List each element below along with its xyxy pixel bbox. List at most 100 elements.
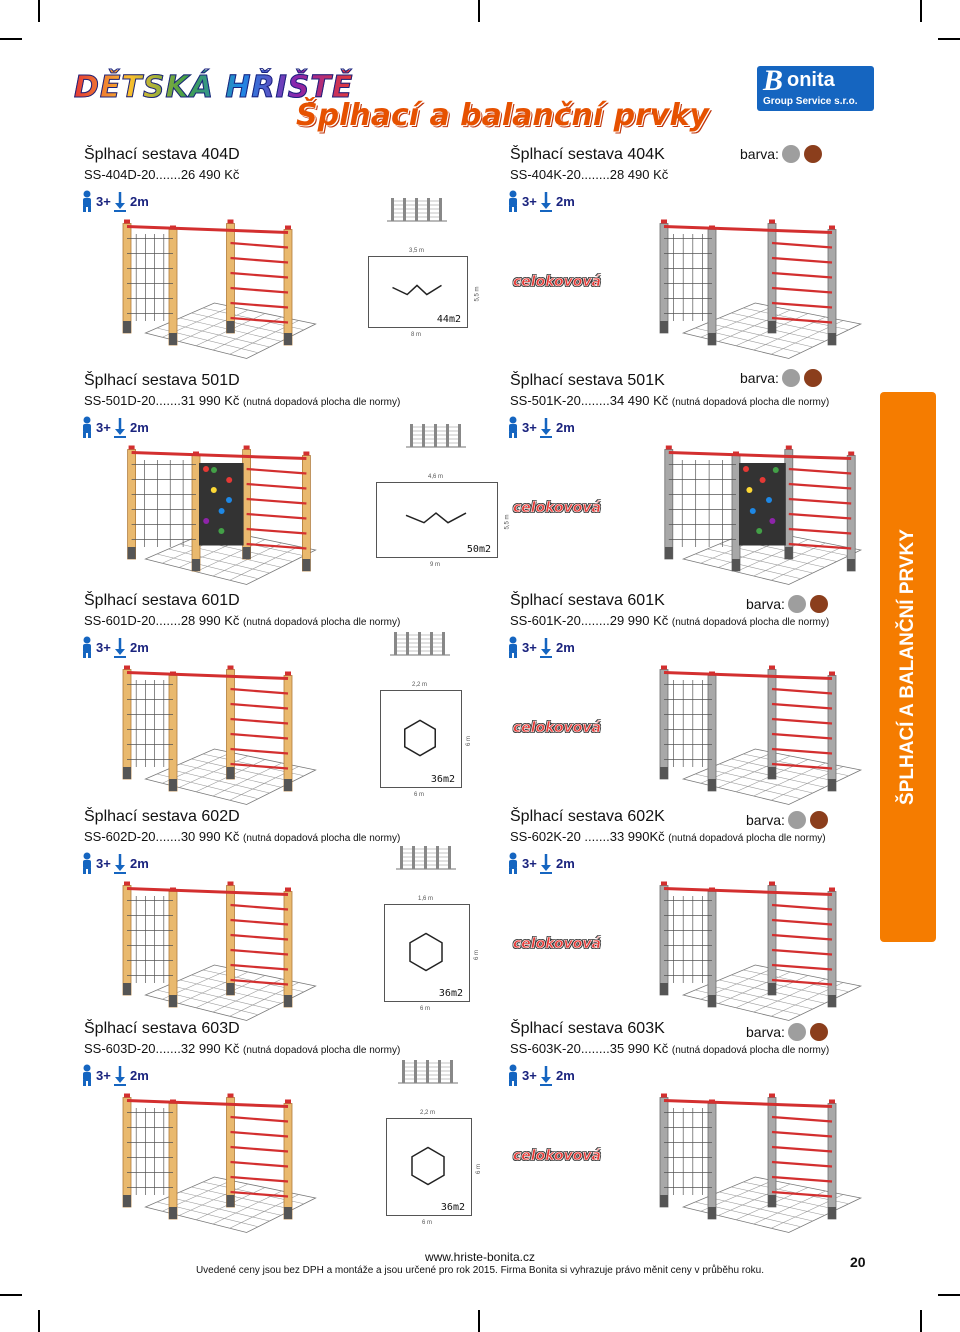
- product-title: Šplhací sestava 404D: [84, 146, 240, 163]
- height-label: 2m: [556, 194, 575, 209]
- plan-width: 6 m: [420, 1006, 431, 1012]
- product-code-price: SS-404D-20.......26 490 Kč: [84, 167, 239, 182]
- product-note: (nutná dopadová plocha dle normy): [243, 1045, 401, 1056]
- plan-height: 6 m: [474, 949, 481, 961]
- age-label: 3+: [96, 856, 111, 871]
- bonita-name: onita: [787, 69, 835, 91]
- footprint-plan: 36m2: [380, 690, 462, 788]
- product-title: Šplhací sestava 603K: [510, 1020, 665, 1037]
- color-brown-swatch[interactable]: [810, 1023, 828, 1041]
- page-number: 20: [850, 1254, 866, 1270]
- product-code-price: SS-602K-20 .......33 990Kč (nutná dopado…: [510, 829, 826, 844]
- height-arrow-icon: [540, 1066, 552, 1086]
- crop-mark: [0, 38, 22, 40]
- plan-shape: [392, 284, 442, 296]
- bonita-letter: B: [763, 64, 784, 97]
- height-arrow-icon: [540, 418, 552, 438]
- footer-url: www.hriste-bonita.cz: [424, 1250, 536, 1264]
- child-icon: [83, 636, 91, 658]
- product-code-price: SS-603D-20.......32 990 Kč (nutná dopado…: [84, 1041, 400, 1056]
- height-label: 2m: [556, 640, 575, 655]
- plan-area: 36m2: [440, 1202, 465, 1213]
- detska-hriste-logo: DĚTSKÁ HŘIŠTĚ: [73, 70, 354, 106]
- climbing-frame-illustration: [659, 665, 863, 805]
- color-brown-swatch[interactable]: [804, 145, 822, 163]
- plan-inner-width: 4,6 m: [428, 474, 444, 480]
- color-label: barva:: [740, 146, 779, 162]
- product-note: (nutná dopadová plocha dle normy): [671, 617, 830, 628]
- footprint-plan: 36m2: [386, 1118, 472, 1216]
- child-icon: [509, 852, 517, 874]
- climbing-frame-illustration: [122, 881, 317, 1021]
- height-label: 2m: [130, 420, 149, 435]
- product-note: (nutná dopadová plocha dle normy): [243, 833, 401, 844]
- footprint-plan: 36m2: [384, 904, 470, 1002]
- plan-shape: [404, 719, 436, 757]
- product-price: SS-404D-20.......26 490 Kč: [84, 167, 240, 182]
- product-price: SS-501K-20........34 490 Kč: [510, 393, 669, 408]
- product-note: (nutná dopadová plocha dle normy): [668, 833, 826, 844]
- child-icon: [509, 636, 517, 658]
- child-icon: [509, 416, 517, 438]
- product-note: (nutná dopadová plocha dle normy): [671, 397, 830, 408]
- color-grey-swatch[interactable]: [782, 145, 800, 163]
- crop-mark: [938, 38, 960, 40]
- age-height-icons: 3+2m: [80, 190, 170, 214]
- color-grey-swatch[interactable]: [782, 369, 800, 387]
- climbing-frame-illustration: [659, 881, 863, 1021]
- product-price: SS-601K-20........29 990 Kč: [510, 613, 669, 628]
- plan-height: 6 m: [466, 735, 473, 747]
- crop-mark: [920, 1310, 922, 1332]
- climbing-frame-illustration: [659, 219, 863, 359]
- color-grey-swatch[interactable]: [788, 1023, 806, 1041]
- child-icon: [509, 1064, 517, 1086]
- crop-mark: [38, 1310, 40, 1332]
- plan-inner-width: 2,2 m: [420, 1110, 436, 1116]
- plan-inner-width: 1,6 m: [418, 896, 434, 902]
- age-label: 3+: [522, 420, 537, 435]
- front-view-sketch: [390, 632, 450, 656]
- color-brown-swatch[interactable]: [804, 369, 822, 387]
- product-note: (nutná dopadová plocha dle normy): [243, 397, 401, 408]
- product-title: Šplhací sestava 601K: [510, 592, 665, 609]
- product-price: SS-404K-20........28 490 Kč: [510, 167, 669, 182]
- crop-mark: [920, 0, 922, 22]
- bonita-sub: Group Service s.r.o.: [763, 96, 858, 107]
- age-height-icons: 3+2m: [80, 852, 170, 876]
- color-grey-swatch[interactable]: [788, 595, 806, 613]
- plan-width: 6 m: [422, 1220, 433, 1226]
- plan-area: 50m2: [466, 544, 491, 555]
- footprint-plan: 44m2: [368, 256, 468, 328]
- plan-width: 9 m: [430, 562, 441, 568]
- plan-area: 36m2: [438, 988, 463, 999]
- age-label: 3+: [96, 194, 111, 209]
- height-label: 2m: [130, 640, 149, 655]
- age-label: 3+: [96, 420, 111, 435]
- product-price: SS-602K-20 .......33 990Kč: [510, 829, 665, 844]
- celokovova-badge: celokovová: [513, 1148, 602, 1165]
- product-price: SS-603D-20.......32 990 Kč: [84, 1041, 240, 1056]
- footer-note: Uvedené ceny jsou bez DPH a montáže a js…: [195, 1265, 765, 1276]
- color-brown-swatch[interactable]: [810, 595, 828, 613]
- age-label: 3+: [522, 640, 537, 655]
- age-label: 3+: [96, 1068, 111, 1083]
- product-title: Šplhací sestava 501K: [510, 372, 665, 389]
- height-label: 2m: [556, 856, 575, 871]
- plan-inner-width: 2,2 m: [412, 682, 428, 688]
- celokovova-badge: celokovová: [513, 274, 602, 291]
- crop-mark: [478, 0, 480, 22]
- height-arrow-icon: [114, 192, 126, 212]
- product-title: Šplhací sestava 404K: [510, 146, 665, 163]
- color-brown-swatch[interactable]: [810, 811, 828, 829]
- age-height-icons: 3+2m: [506, 416, 596, 440]
- height-label: 2m: [556, 1068, 575, 1083]
- bonita-logo: B onita Group Service s.r.o.: [757, 64, 874, 111]
- climbing-frame-illustration: [122, 1093, 317, 1233]
- height-arrow-icon: [114, 418, 126, 438]
- color-label: barva:: [740, 370, 779, 386]
- crop-mark: [478, 1310, 480, 1332]
- color-grey-swatch[interactable]: [788, 811, 806, 829]
- product-title: Šplhací sestava 602K: [510, 808, 665, 825]
- color-label: barva:: [746, 812, 785, 828]
- footprint-plan: 50m2: [376, 482, 498, 558]
